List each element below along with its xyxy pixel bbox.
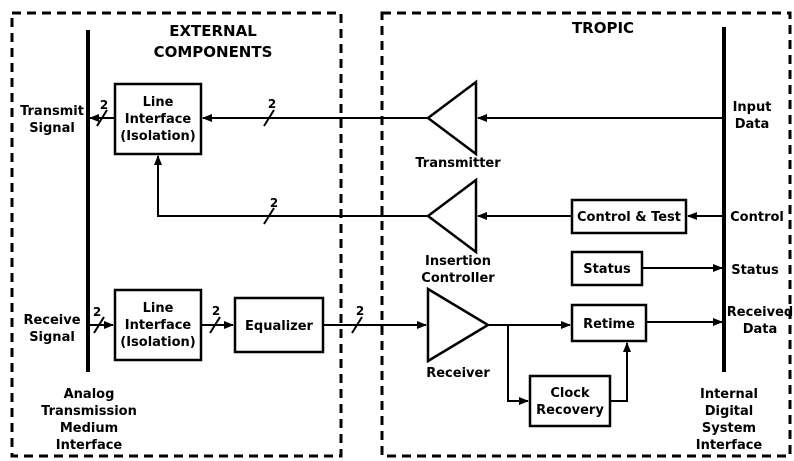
insertion-to-line-interface-arrow <box>154 155 428 217</box>
receiver-to-clock-arrow <box>507 325 529 405</box>
control-test-label: Control & Test <box>577 210 681 225</box>
insertion-controller-amplifier <box>425 177 478 255</box>
transmitter-label: Transmitter <box>415 156 501 171</box>
receive-signal-label-1: Receive <box>23 313 80 328</box>
received-data-label-1: Received <box>727 305 793 320</box>
digital-interface-label-2: Digital <box>705 404 753 419</box>
insertion-controller-label-2: Controller <box>421 271 495 286</box>
receiver-label: Receiver <box>426 366 490 381</box>
line-interface-tx-label-3: (Isolation) <box>120 129 195 144</box>
rx-eq-width: 2 <box>356 304 364 318</box>
tx-signal-width: 2 <box>100 98 108 112</box>
line-interface-rx-label-3: (Isolation) <box>120 335 195 350</box>
transmit-signal-label-2: Signal <box>29 121 75 136</box>
analog-interface-label-3: Medium <box>60 421 118 436</box>
line-interface-rx-label-2: Interface <box>125 318 192 333</box>
clock-recovery-box <box>528 374 612 428</box>
line-interface-rx-box <box>113 288 203 362</box>
rx-signal-width: 2 <box>93 305 101 319</box>
tx-signal-slash <box>96 109 108 127</box>
line-interface-tx-label-1: Line <box>143 95 174 110</box>
insertion-controller-label-1: Insertion <box>425 254 491 269</box>
insertion-width: 2 <box>270 196 278 210</box>
transmitter-amplifier <box>425 79 478 157</box>
line-interface-rx-label-1: Line <box>143 301 174 316</box>
equalizer-box <box>233 296 325 354</box>
digital-interface-label-4: Interface <box>696 438 763 453</box>
retime-label: Retime <box>583 317 635 332</box>
rx-line-width: 2 <box>212 304 220 318</box>
control-label: Control <box>730 210 784 225</box>
status-box-label: Status <box>583 262 631 277</box>
clock-to-retime-arrow <box>610 342 631 402</box>
transmit-signal-label-1: Transmit <box>20 104 84 119</box>
line-interface-tx-label-2: Interface <box>125 112 192 127</box>
receiver-amplifier <box>426 286 491 364</box>
analog-interface-label-2: Transmission <box>41 404 137 419</box>
received-data-label-2: Data <box>743 322 778 337</box>
analog-interface-label-1: Analog <box>64 387 115 402</box>
clock-recovery-label-2: Recovery <box>536 403 604 418</box>
input-data-label-2: Data <box>735 117 770 132</box>
line-interface-tx-box <box>113 82 203 156</box>
equalizer-label: Equalizer <box>245 319 314 334</box>
clock-recovery-label-1: Clock <box>550 386 590 401</box>
analog-interface-label-4: Interface <box>56 438 123 453</box>
input-data-label-1: Input <box>733 100 772 115</box>
tx-line-width: 2 <box>268 97 276 111</box>
rx-line-slash <box>209 316 221 334</box>
external-components-region <box>10 11 343 458</box>
digital-interface-label-1: Internal <box>700 387 758 402</box>
rx-signal-slash <box>93 316 105 334</box>
status-label: Status <box>731 263 779 278</box>
digital-interface-label-3: System <box>702 421 756 436</box>
control-test-box <box>570 198 688 235</box>
external-title-line1: EXTERNAL <box>169 22 257 40</box>
rx-eq-slash <box>351 316 363 334</box>
tropic-title: TROPIC <box>572 19 634 37</box>
tropic-region <box>380 11 792 458</box>
insertion-slash <box>263 207 275 225</box>
external-title-line2: COMPONENTS <box>154 43 273 61</box>
tx-line-slash <box>263 109 275 127</box>
receive-signal-label-2: Signal <box>29 330 75 345</box>
